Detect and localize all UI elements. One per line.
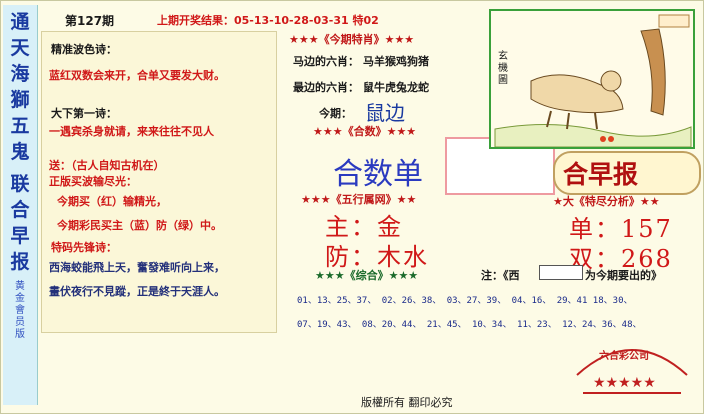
paper-name-banner <box>553 151 701 195</box>
special-zodiac-title: ★★★《今期特肖》★★★ <box>289 33 415 46</box>
special-analysis-title: ★大《特尽分析》★★ <box>553 195 660 208</box>
last-result: 上期开奖结果：05-13-10-28-03-31 特02 <box>157 14 379 27</box>
wuxing-main: 主：金 <box>325 213 403 241</box>
company-stamp: ★★★★★ 六合彩公司 <box>573 335 691 401</box>
title-char: 海 <box>10 63 30 85</box>
title-char: 报 <box>10 251 30 273</box>
send-line: 今期彩民买主（蓝）防（绿）中。 <box>57 219 222 232</box>
title-char: 五 <box>10 115 30 137</box>
wuxing-guard: 防：木水 <box>325 243 429 271</box>
dan-value: 单：157 <box>569 215 673 243</box>
title-char: 鬼 <box>10 141 30 163</box>
title-char: 獅 <box>10 89 30 111</box>
six-a-label: 马边的六肖： <box>293 55 359 68</box>
title-char: 天 <box>10 37 30 59</box>
heshu-title: ★★★《合数》★★★ <box>313 125 417 138</box>
wuxing-title: ★★★《五行属网》★★ <box>301 193 417 206</box>
shuang-value: 双：268 <box>569 245 673 273</box>
cartoon-illustration <box>491 11 693 148</box>
numbers-row: 07、19、43、 08、20、44、 21、45、 10、34、 11、23、… <box>297 320 642 330</box>
vertical-title-strip: 通 天 海 獅 五 鬼 联 合 早 报 黄金會员版 <box>3 5 38 405</box>
combo-title: ★★★《综合》★★★ <box>315 269 419 282</box>
poem-line: 一遇宾杀身就请，来来往往不见人 <box>49 125 214 138</box>
title-char: 合 <box>10 199 30 221</box>
stamp-graphic: ★★★★★ <box>576 349 688 394</box>
note-tail: 为今期要出的》 <box>585 269 662 282</box>
heshu-value: 合数单 <box>333 157 423 192</box>
six-b-label: 最边的六肖： <box>293 81 359 94</box>
section-title-poem: 大下第一诗： <box>51 107 117 120</box>
this-issue-value: 鼠边 <box>365 101 405 125</box>
section-title-pioneer: 特码先锋诗： <box>51 241 117 254</box>
numbers-row: 01、13、25、37、 02、26、38、 03、27、39、 04、16、 … <box>297 296 633 306</box>
title-char: 早 <box>10 225 30 247</box>
six-b-value: 鼠牛虎兔龙蛇 <box>363 81 429 94</box>
cartoon-picture: 玄機圖 <box>489 9 695 149</box>
title-subtitle: 黄金會员版 <box>15 281 25 340</box>
six-a-value: 马羊猴鸡狗猪 <box>363 55 429 68</box>
section-title-send: 送：（古人自知古机在） <box>49 159 165 172</box>
issue-number: 第127期 <box>65 14 115 28</box>
svg-text:★★★★★: ★★★★★ <box>593 375 656 391</box>
section-title-wave: 精准波色诗： <box>51 43 117 56</box>
wave-poem-line: 蓝红双数会来开，合单又要发大财。 <box>49 69 225 82</box>
left-panel <box>41 31 277 333</box>
stamp-text: 六合彩公司 <box>599 351 649 362</box>
paper-name: 合早报 <box>563 160 639 189</box>
send-line: 今期买（红）输精光， <box>57 195 167 208</box>
cartoon-label: 玄機圖 <box>498 51 508 86</box>
send-subtitle: 正版买波输尽光： <box>49 175 137 188</box>
note-label: 注：《西 <box>481 269 520 282</box>
pioneer-poem-line: 西海蛟能飛上天，奮發难听向上来， <box>49 261 225 274</box>
title-char: 联 <box>10 173 30 195</box>
title-char: 通 <box>10 11 30 33</box>
note-blank-box <box>539 265 583 280</box>
this-issue-label: 今期： <box>319 107 352 120</box>
footer-copyright: 版權所有 翻印必究 <box>361 396 453 409</box>
pioneer-poem-line: 畫伏夜行不見蹤，正是終于天涯人。 <box>49 285 225 298</box>
